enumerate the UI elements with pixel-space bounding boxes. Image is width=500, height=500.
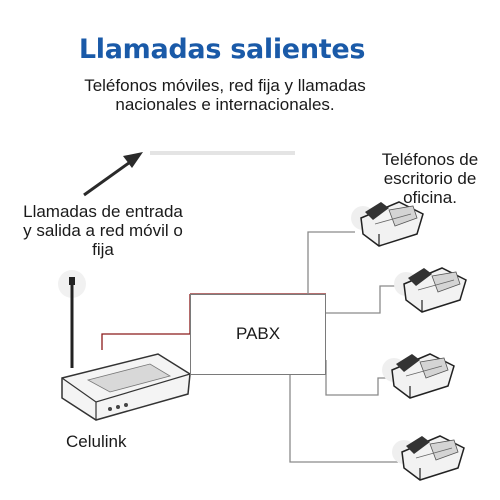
incoming-outgoing-label: Llamadas de entrada y salida a red móvil… <box>23 202 183 259</box>
desk-phone-icon <box>392 435 465 481</box>
arrow-up-right-icon <box>83 152 143 197</box>
page-title: Llamadas salientes <box>78 34 366 65</box>
desk-phone-icon <box>351 201 424 247</box>
desk-phone-icon <box>394 267 467 313</box>
subtitle: Teléfonos móviles, red fija y llamadas n… <box>84 76 366 114</box>
router-antenna-icon <box>58 270 191 421</box>
desk-phones-label: Teléfonos de escritorio de oficina. <box>381 150 479 207</box>
celulink-label: Celulink <box>66 432 127 451</box>
pabx-label: PABX <box>236 324 281 343</box>
desk-phone-icon <box>382 353 455 399</box>
pabx-box <box>190 294 326 375</box>
